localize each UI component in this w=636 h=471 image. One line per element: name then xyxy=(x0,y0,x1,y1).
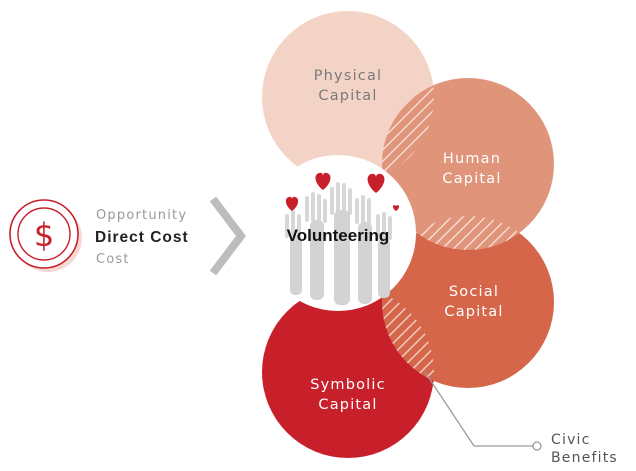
overlap-social-symbolic xyxy=(382,286,434,388)
human-capital-line2: Capital xyxy=(442,171,501,187)
overlap-physical-human xyxy=(382,78,434,183)
opportunity-cost-label: Opportunity xyxy=(96,208,187,223)
svg-text:$: $ xyxy=(34,216,54,254)
civic-benefits-line1: Civic xyxy=(551,432,591,448)
physical-capital-line2: Capital xyxy=(318,88,377,104)
social-capital-line1: Social xyxy=(449,284,499,300)
hearts-icon xyxy=(285,172,400,211)
symbolic-capital-line1: Symbolic xyxy=(310,377,386,393)
cost-label: Cost xyxy=(96,252,130,267)
civic-benefits-connector xyxy=(424,371,533,447)
direct-cost-label: Direct Cost xyxy=(95,229,189,246)
dollar-coin-icon: $ xyxy=(9,199,82,272)
raised-hands-icon xyxy=(285,182,392,305)
civic-benefits-line2: Benefits xyxy=(551,450,618,466)
social-capital-line2: Capital xyxy=(444,304,503,320)
chevron-right-icon xyxy=(209,196,247,276)
human-capital-line1: Human xyxy=(443,151,501,167)
symbolic-capital-line2: Capital xyxy=(318,397,377,413)
volunteering-label: Volunteering xyxy=(287,226,390,245)
civic-benefits-node xyxy=(532,441,542,451)
physical-capital-line1: Physical xyxy=(314,68,383,84)
